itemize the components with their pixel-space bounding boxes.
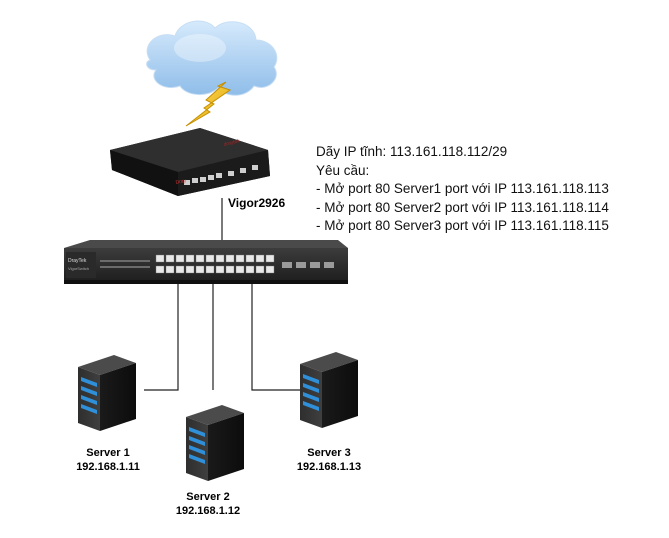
- router-icon: Dray draytek: [110, 128, 270, 196]
- server-name: Server 2: [186, 491, 230, 503]
- requirements-text: Dãy IP tĩnh: 113.161.118.112/29 Yêu cầu:…: [316, 143, 609, 236]
- server-ip: 192.168.1.12: [175, 505, 241, 517]
- ip-range-text: Dãy IP tĩnh: 113.161.118.112/29: [316, 144, 508, 159]
- lightning-icon: [185, 81, 232, 127]
- switch-icon: DrayTek VigorSwitch: [64, 240, 348, 284]
- svg-text:VigorSwitch: VigorSwitch: [68, 266, 89, 271]
- svg-text:DrayTek: DrayTek: [68, 258, 87, 264]
- server-3-label: Server 3 192.168.1.13: [291, 446, 367, 474]
- svg-text:Dray: Dray: [175, 178, 187, 186]
- server-2-label: Server 2 192.168.1.12: [170, 490, 246, 518]
- svg-text:draytek: draytek: [223, 138, 241, 148]
- requirements-heading: Yêu cầu:: [316, 162, 370, 178]
- server-3-icon: [300, 352, 358, 428]
- cable-lines: [144, 198, 300, 391]
- server-1-icon: [78, 355, 136, 431]
- requirement-item: - Mở port 80 Server3 port với IP 113.161…: [316, 218, 609, 233]
- requirement-item: - Mở port 80 Server1 port với IP 113.161…: [316, 181, 609, 196]
- server-name: Server 1: [86, 447, 130, 459]
- server-ip: 192.168.1.11: [76, 461, 140, 473]
- server-name: Server 3: [307, 447, 351, 459]
- requirement-item: - Mở port 80 Server2 port với IP 113.161…: [316, 199, 609, 215]
- server-ip: 192.168.1.13: [296, 461, 362, 473]
- cloud-icon: [146, 20, 278, 96]
- router-label: Vigor2926: [228, 196, 286, 210]
- server-2-icon: [186, 405, 244, 481]
- server-1-label: Server 1 192.168.1.11: [70, 446, 146, 474]
